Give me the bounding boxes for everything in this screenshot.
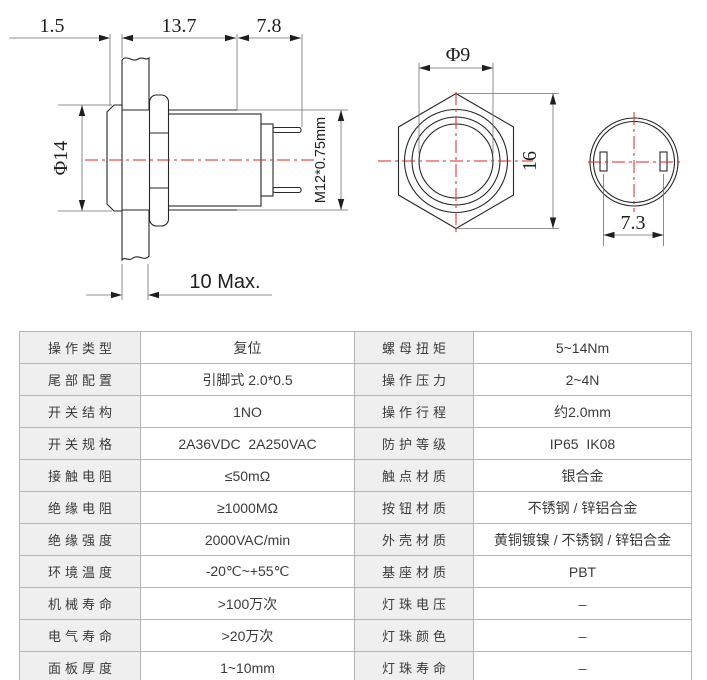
dim-panel-thickness: 10 Max. [189, 271, 260, 293]
spec-label: 基座材质 [354, 555, 474, 588]
spec-label: 绝缘强度 [19, 523, 141, 556]
spec-label: 开关规格 [19, 427, 141, 460]
spec-value: 5~14Nm [473, 331, 692, 364]
spec-label: 按钮材质 [354, 491, 474, 524]
table-row: 绝缘电阻 ≥1000MΩ 按钮材质 不锈钢 / 锌铝合金 [19, 491, 692, 524]
spec-label: 电气寿命 [19, 619, 141, 652]
spec-value: IP65 IK08 [473, 427, 692, 460]
spec-value: 约2.0mm [473, 395, 692, 428]
technical-drawing: 1.5 13.7 7.8 Φ14 M12*0.75 [9, 15, 681, 300]
spec-label: 开关结构 [19, 395, 141, 428]
spec-label: 灯珠寿命 [354, 651, 474, 680]
rear-view: 7.3 [588, 112, 681, 246]
spec-value: 不锈钢 / 锌铝合金 [473, 491, 692, 524]
spec-label: 触点材质 [354, 459, 474, 492]
spec-value: 黄铜镀镍 / 不锈钢 / 锌铝合金 [473, 523, 692, 556]
spec-value: 1NO [140, 395, 355, 428]
spec-value: ≤50mΩ [140, 459, 355, 492]
spec-value: >20万次 [140, 619, 355, 652]
table-row: 面板厚度 1~10mm 灯珠寿命 – [19, 651, 692, 680]
button-head [106, 104, 123, 212]
dim-button-diameter: Φ9 [446, 44, 471, 66]
table-row: 接触电阻 ≤50mΩ 触点材质 银合金 [19, 459, 692, 492]
spec-label: 面板厚度 [19, 651, 141, 680]
side-view: 1.5 13.7 7.8 Φ14 M12*0.75 [9, 15, 348, 300]
panel-hatch-top [121, 56, 150, 111]
spec-value: 引脚式 2.0*0.5 [140, 363, 355, 396]
spec-value: 1~10mm [140, 651, 355, 680]
table-row: 开关结构 1NO 操作行程 约2.0mm [19, 395, 692, 428]
table-row: 绝缘强度 2000VAC/min 外壳材质 黄铜镀镍 / 不锈钢 / 锌铝合金 [19, 523, 692, 556]
spec-table: 操作类型 复位 螺母扭矩 5~14Nm 尾部配置 引脚式 2.0*0.5 操作压… [19, 331, 692, 680]
table-row: 机械寿命 >100万次 灯珠电压 – [19, 587, 692, 620]
spec-value: >100万次 [140, 587, 355, 620]
dim-thread-spec: M12*0.75mm [313, 117, 329, 203]
spec-value: 2000VAC/min [140, 523, 355, 556]
front-view: Φ9 16 [378, 44, 559, 234]
table-row: 尾部配置 引脚式 2.0*0.5 操作压力 2~4N [19, 363, 692, 396]
dim-pin-pitch: 7.3 [621, 212, 646, 234]
dim-head-protrusion: 1.5 [40, 15, 65, 37]
dim-across-corners: 16 [519, 151, 541, 171]
panel-hatch-bottom [121, 209, 150, 262]
spec-label: 灯珠电压 [354, 587, 474, 620]
table-row: 操作类型 复位 螺母扭矩 5~14Nm [19, 331, 692, 364]
terminal-pin-bottom [272, 186, 302, 194]
spec-label: 灯珠颜色 [354, 619, 474, 652]
spec-value: – [473, 619, 692, 652]
spec-value: – [473, 587, 692, 620]
spec-label: 外壳材质 [354, 523, 474, 556]
spec-label: 螺母扭矩 [354, 331, 474, 364]
spec-label: 操作行程 [354, 395, 474, 428]
spec-label: 接触电阻 [19, 459, 141, 492]
spec-label: 操作类型 [19, 331, 141, 364]
spec-value: PBT [473, 555, 692, 588]
table-row: 环境温度 -20℃~+55℃ 基座材质 PBT [19, 555, 692, 588]
spec-value: ≥1000MΩ [140, 491, 355, 524]
spec-label: 机械寿命 [19, 587, 141, 620]
dim-pin-length: 7.8 [257, 15, 282, 37]
spec-label: 防护等级 [354, 427, 474, 460]
spec-label: 操作压力 [354, 363, 474, 396]
table-row: 电气寿命 >20万次 灯珠颜色 – [19, 619, 692, 652]
spec-label: 绝缘电阻 [19, 491, 141, 524]
table-row: 开关规格 2A36VDC 2A250VAC 防护等级 IP65 IK08 [19, 427, 692, 460]
terminal-pin-top [272, 126, 302, 134]
spec-value: -20℃~+55℃ [140, 555, 355, 588]
spec-label: 尾部配置 [19, 363, 141, 396]
spec-label: 环境温度 [19, 555, 141, 588]
spec-value: 复位 [140, 331, 355, 364]
dim-head-diameter: Φ14 [50, 141, 72, 176]
spec-value: 2~4N [473, 363, 692, 396]
spec-value: – [473, 651, 692, 680]
dim-body-length: 13.7 [162, 15, 197, 37]
spec-value: 银合金 [473, 459, 692, 492]
spec-value: 2A36VDC 2A250VAC [140, 427, 355, 460]
